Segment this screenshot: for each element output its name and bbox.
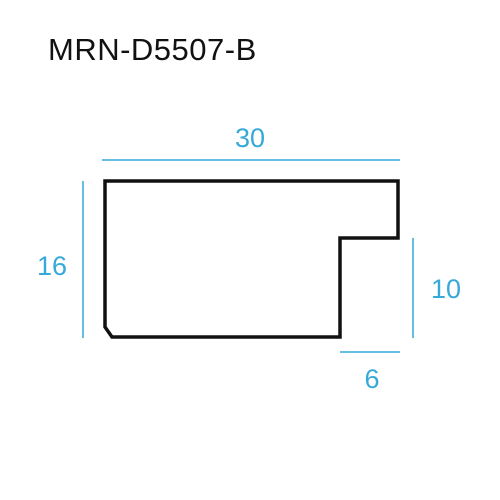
rebate-width-dimension-label: 6 [364, 364, 379, 394]
height-dimension-label: 16 [37, 251, 67, 281]
product-code-title: MRN-D5507-B [48, 32, 257, 67]
frame-profile-outline [103, 179, 400, 339]
width-dimension-label: 30 [235, 123, 265, 153]
rebate-height-dimension-label: 10 [431, 274, 461, 304]
